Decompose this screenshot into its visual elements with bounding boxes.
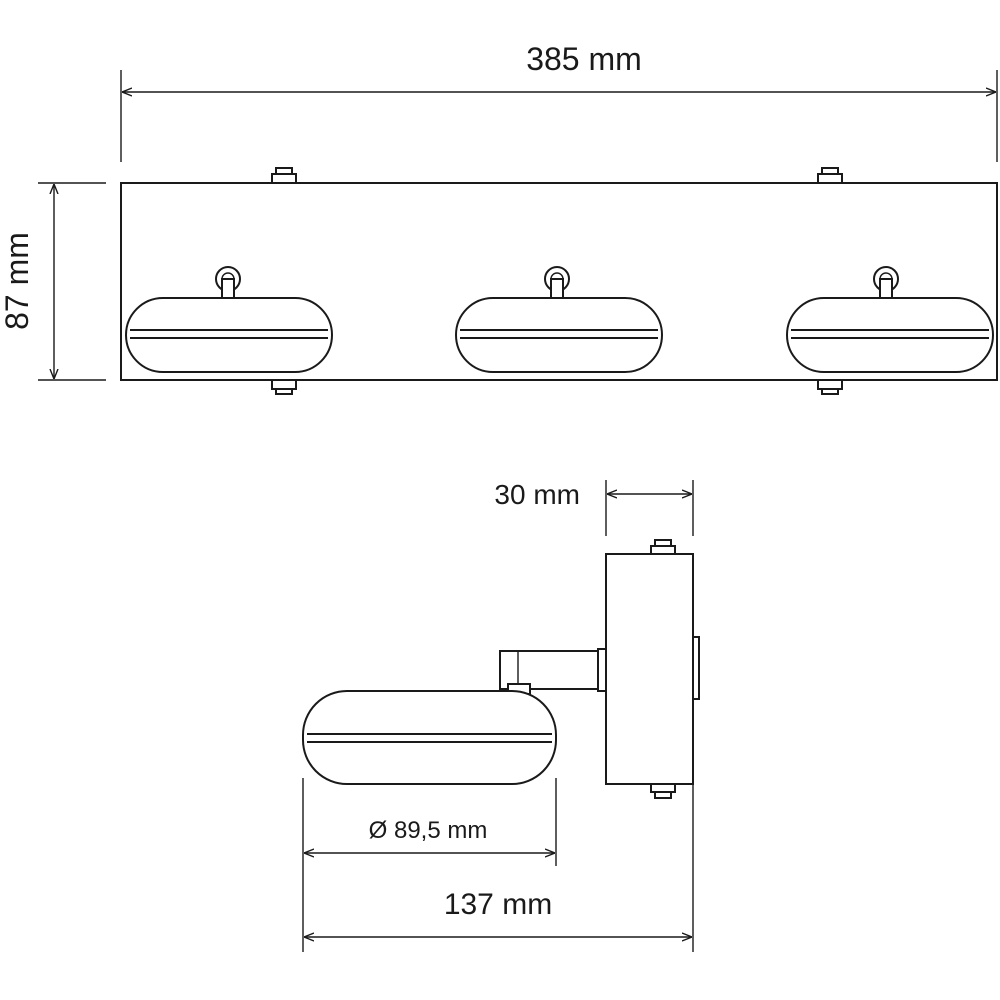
base-plate [120, 182, 998, 381]
total-depth-label: 137 mm [444, 888, 552, 921]
dimension-base-depth: 30 mm [494, 479, 694, 536]
dimension-total-depth: 137 mm [304, 784, 694, 952]
side-top-mounting-tab [650, 539, 676, 555]
base-depth-label: 30 mm [494, 479, 580, 510]
side-bump [692, 636, 700, 700]
spotlight-right [786, 266, 994, 373]
spotlight-side [302, 690, 557, 785]
bottom-mounting-tab-right [817, 379, 843, 395]
base-plate-side [605, 553, 694, 785]
bottom-mounting-tab-left [271, 379, 297, 395]
top-mounting-tab-right [817, 167, 843, 184]
total-length-label: 385 mm [526, 41, 642, 77]
side-view: 30 mm [302, 479, 700, 952]
dimension-total-length: 385 mm [120, 41, 998, 162]
height-label: 87 mm [0, 232, 35, 330]
dimension-spot-diameter: Ø 89,5 mm [302, 778, 557, 952]
dimension-height: 87 mm [0, 182, 106, 381]
arm [499, 648, 607, 695]
side-bottom-mounting-tab [650, 783, 676, 799]
front-view: 385 mm 87 mm [0, 41, 998, 395]
spot-diameter-label: Ø 89,5 mm [369, 817, 488, 844]
top-mounting-tab-left [271, 167, 297, 184]
spotlight-middle [455, 266, 663, 373]
spotlight-left [125, 266, 333, 373]
